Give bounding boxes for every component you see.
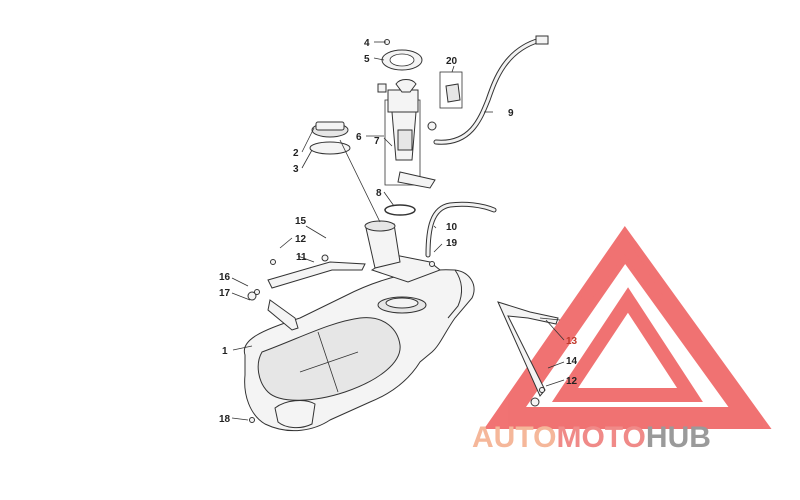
callout-8: 8	[376, 188, 382, 199]
callout-17: 17	[219, 288, 231, 299]
callout-5: 5	[364, 54, 370, 65]
fuel-cap	[309, 121, 351, 155]
level-sensor	[439, 71, 463, 109]
strap-right	[497, 301, 561, 407]
watermark-text: AUTOMOTOHUB	[472, 421, 711, 454]
callout-1: 1	[222, 346, 228, 357]
callouts: 1 2 3 4 5 6 7 8 9 10 11 12 12 13 14 15 1…	[219, 38, 578, 425]
pump-gasket-plate	[381, 39, 423, 71]
watermark-auto: AUTO	[472, 421, 556, 454]
callout-2: 2	[293, 148, 299, 159]
fuel-tank	[243, 254, 475, 432]
callout-15: 15	[295, 216, 307, 227]
callout-3: 3	[293, 164, 299, 175]
breather-hose	[425, 201, 497, 258]
callout-11: 11	[296, 252, 307, 263]
callout-7: 7	[374, 136, 380, 147]
leader-lines	[231, 41, 565, 421]
callout-13: 13	[566, 336, 578, 347]
watermark-logo	[483, 225, 772, 429]
strap-left	[247, 254, 366, 331]
pump-o-ring	[384, 204, 416, 216]
callout-16: 16	[219, 272, 231, 283]
callout-18: 18	[219, 414, 231, 425]
callout-19: 19	[446, 238, 458, 249]
callout-6: 6	[356, 132, 362, 143]
callout-20: 20	[446, 56, 458, 67]
watermark-hub: HUB	[646, 421, 711, 454]
callout-12a: 12	[295, 234, 307, 245]
vent-hose	[433, 35, 549, 145]
callout-9: 9	[508, 108, 514, 119]
fuel-pump-assembly	[377, 79, 437, 189]
callout-4: 4	[364, 38, 370, 49]
callout-14: 14	[566, 356, 578, 367]
callout-10: 10	[446, 222, 458, 233]
watermark-moto: MOTO	[556, 421, 645, 454]
callout-12b: 12	[566, 376, 578, 387]
filler-neck	[364, 220, 401, 269]
